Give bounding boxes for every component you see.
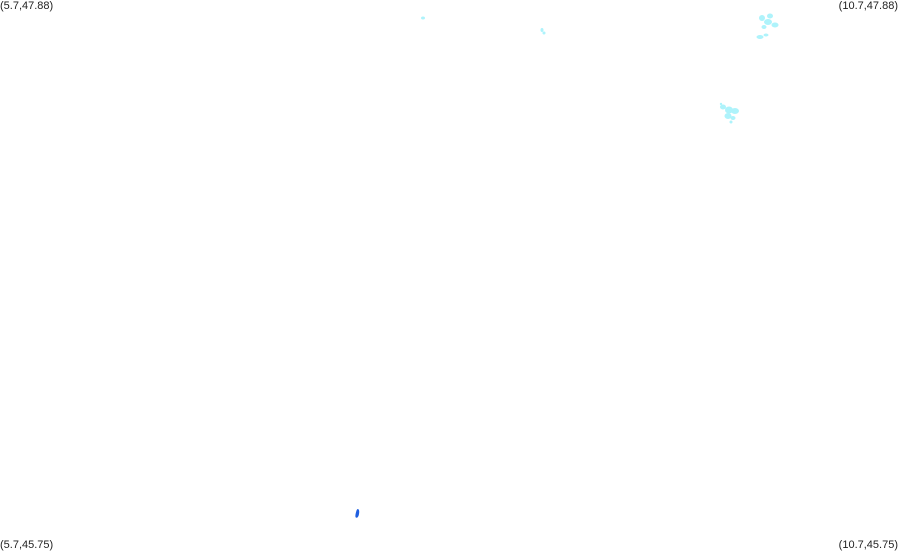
corner-coordinate-top-left: (5.7,47.88) (0, 0, 54, 12)
lake-south (355, 509, 360, 518)
corner-coordinate-bottom-right: (10.7,45.75) (838, 539, 898, 551)
lake-cluster-east (719, 102, 739, 124)
corner-coordinate-top-right: (10.7,47.88) (838, 0, 898, 12)
small-lake-2 (540, 28, 546, 35)
small-lake-1 (421, 16, 425, 20)
lake-cluster-northeast (756, 13, 779, 39)
corner-coordinate-bottom-left: (5.7,45.75) (0, 539, 54, 551)
